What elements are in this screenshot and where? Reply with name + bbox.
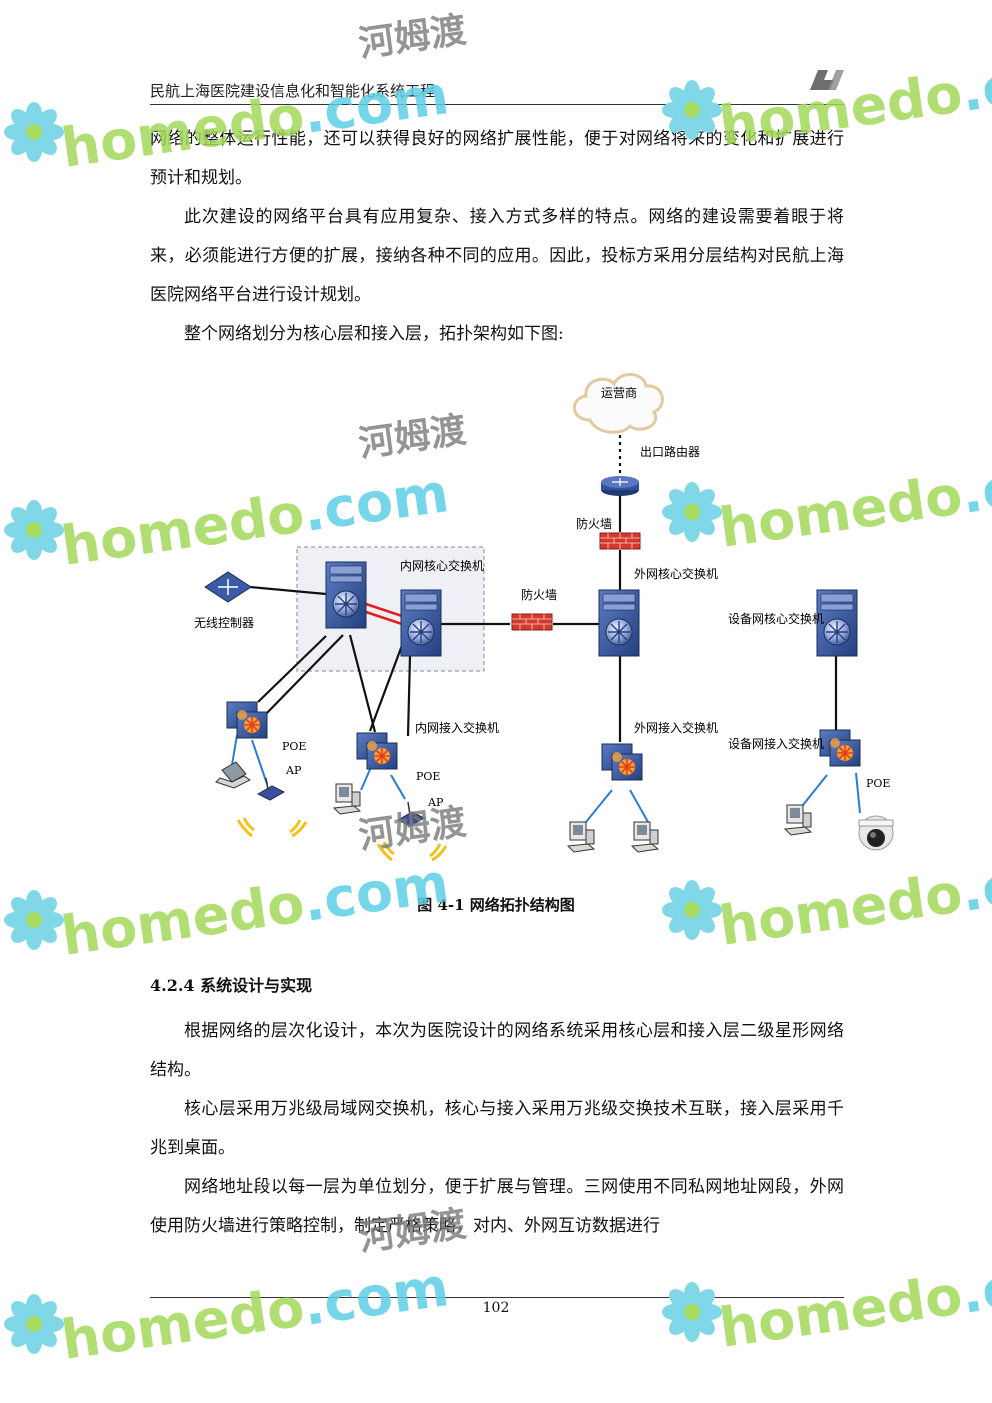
pc-device-icon	[784, 804, 812, 836]
page-number: 102	[482, 1300, 510, 1316]
watermark-flower-icon	[2, 100, 66, 168]
internal-core-switch-a-icon	[325, 561, 367, 629]
access-point-mid-icon	[396, 801, 426, 827]
paragraph-6: 网络地址段以每一层为单位划分，便于扩展与管理。三网使用不同私网地址网段，外网使用…	[150, 1177, 844, 1236]
network-topology-diagram: 运营商 出口路由器 防火墙 防火墙 内网核心交换机 外网核心交换机 设备网核心交…	[194, 373, 894, 862]
network-links	[249, 428, 838, 742]
wireless-links	[231, 734, 861, 823]
access-switch-left-icon	[226, 701, 268, 739]
paragraph-3: 整个网络划分为核心层和接入层，拓扑架构如下图:	[184, 324, 564, 344]
ap-left-label: AP	[285, 764, 302, 777]
wifi-signal-mid-icon	[376, 841, 448, 862]
external-access-label: 外网接入交换机	[634, 720, 718, 735]
isp-label: 运营商	[601, 385, 637, 400]
poe-right-label: POE	[866, 777, 890, 790]
internal-core-label: 内网核心交换机	[400, 558, 484, 573]
external-core-switch-icon	[598, 589, 640, 657]
footer-rule	[150, 1297, 844, 1298]
isp-cloud	[573, 373, 664, 434]
device-access-label: 设备网接入交换机	[728, 736, 824, 751]
header-rule	[150, 104, 844, 105]
access-switch-internal-icon	[356, 732, 398, 770]
section-heading: 4.2.4 系统设计与实现	[150, 976, 313, 995]
wifi-signal-left-icon	[236, 817, 308, 838]
core-redundant-links	[365, 602, 403, 626]
body-lower: 根据网络的层次化设计，本次为医院设计的网络系统采用核心层和接入层二级星形网络结构…	[150, 1012, 844, 1246]
pc-external-a-icon	[567, 821, 595, 853]
paragraph-5: 核心层采用万兆级局域网交换机，核心与接入采用万兆级交换技术互联，接入层采用千兆到…	[150, 1099, 844, 1158]
pc-internal-icon	[333, 783, 361, 815]
pc-external-b-icon	[631, 821, 659, 853]
firewall-top-label: 防火墙	[576, 516, 612, 531]
paragraph-2: 此次建设的网络平台具有应用复杂、接入方式多样的特点。网络的建设需要着眼于将来，必…	[150, 207, 844, 305]
paragraph-4: 根据网络的层次化设计，本次为医院设计的网络系统采用核心层和接入层二级星形网络结构…	[150, 1021, 844, 1080]
poe-mid-label: POE	[416, 770, 440, 783]
poe-left-label: POE	[282, 740, 306, 753]
watermark-cn: 河姆渡	[356, 9, 469, 66]
firewall-top-icon	[599, 532, 641, 550]
internal-core-switch-b-icon	[400, 589, 442, 657]
external-core-label: 外网核心交换机	[634, 566, 718, 581]
figure-caption: 图 4-1 网络拓扑结构图	[417, 896, 575, 914]
body-upper: 网络的整体运行性能，还可以获得良好的网络扩展性能，便于对网络将来的变化和扩展进行…	[150, 120, 844, 354]
device-core-label: 设备网核心交换机	[728, 611, 824, 626]
internal-access-label: 内网接入交换机	[415, 720, 499, 735]
wireless-controller-icon	[204, 571, 252, 603]
page-header-title: 民航上海医院建设信息化和智能化系统工程	[150, 82, 436, 100]
dome-camera-icon	[858, 815, 894, 851]
header-logo-icon	[810, 70, 844, 90]
wireless-controller-label: 无线控制器	[194, 616, 254, 630]
firewall-mid-icon	[511, 613, 553, 631]
exit-router-label: 出口路由器	[640, 444, 700, 459]
paragraph-1: 网络的整体运行性能，还可以获得良好的网络扩展性能，便于对网络将来的变化和扩展进行…	[150, 129, 844, 188]
access-point-left-icon	[256, 777, 286, 801]
ap-mid-label: AP	[427, 796, 444, 809]
access-switch-external-icon	[601, 743, 643, 781]
firewall-mid-label: 防火墙	[521, 587, 557, 602]
access-switch-device-icon	[819, 729, 861, 767]
laptop-icon	[215, 761, 251, 789]
exit-router-icon	[601, 476, 639, 496]
